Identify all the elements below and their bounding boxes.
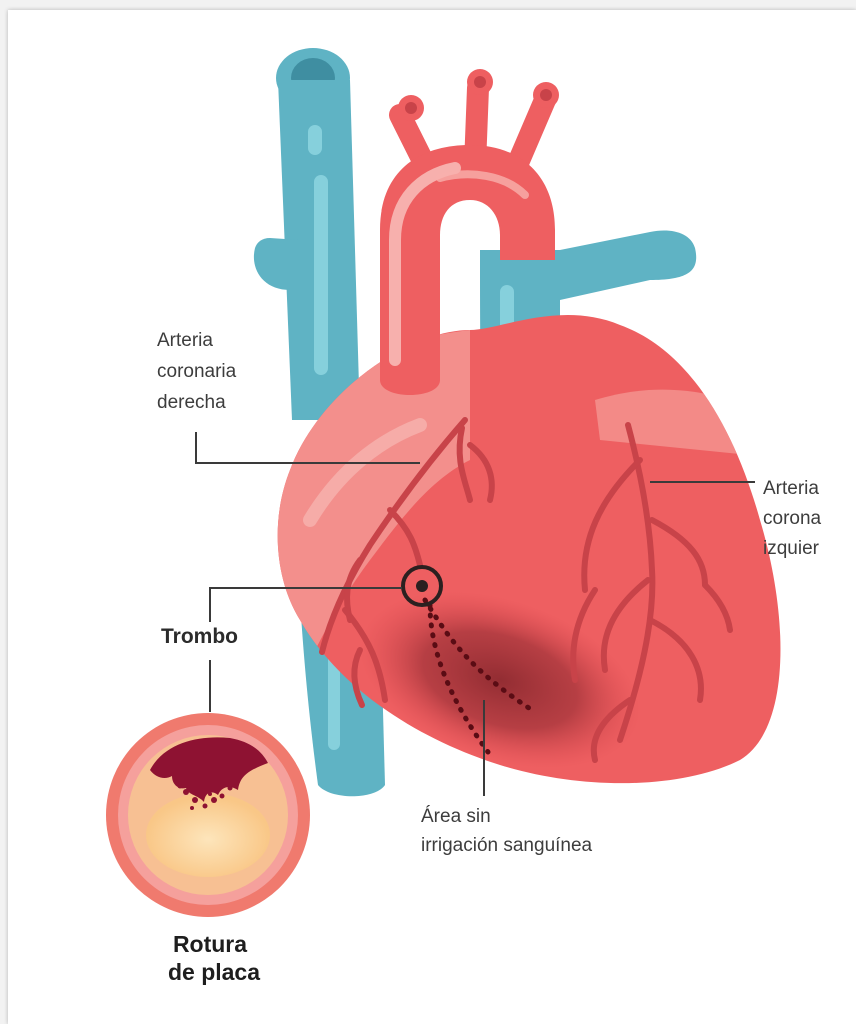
- label-left-coronary: Arteria corona izquier: [763, 478, 822, 559]
- label-ischemic-area-line1: Área sin: [421, 806, 491, 827]
- label-right-coronary-line2: coronaria: [157, 361, 237, 382]
- label-right-coronary-line1: Arteria: [157, 330, 213, 351]
- label-left-coronary-line2: corona: [763, 508, 822, 529]
- figure-page: Arteria coronaria derecha Arteria corona…: [8, 10, 856, 1024]
- label-ischemic-area: Área sin irrigación sanguínea: [421, 806, 593, 856]
- label-ischemic-area-line2: irrigación sanguínea: [421, 835, 593, 856]
- label-plaque-rupture: Rotura de placa: [168, 931, 260, 985]
- label-plaque-rupture-line1: Rotura: [173, 931, 247, 957]
- plaque-rupture-inset: [106, 713, 310, 917]
- label-right-coronary-line3: derecha: [157, 392, 226, 413]
- heart-attack-diagram: Arteria coronaria derecha Arteria corona…: [8, 10, 856, 1024]
- label-right-coronary: Arteria coronaria derecha: [157, 330, 237, 413]
- label-left-coronary-line1: Arteria: [763, 478, 819, 499]
- label-thrombus: Trombo: [161, 625, 238, 648]
- label-left-coronary-line3: izquier: [763, 538, 820, 559]
- label-plaque-rupture-line2: de placa: [168, 959, 260, 985]
